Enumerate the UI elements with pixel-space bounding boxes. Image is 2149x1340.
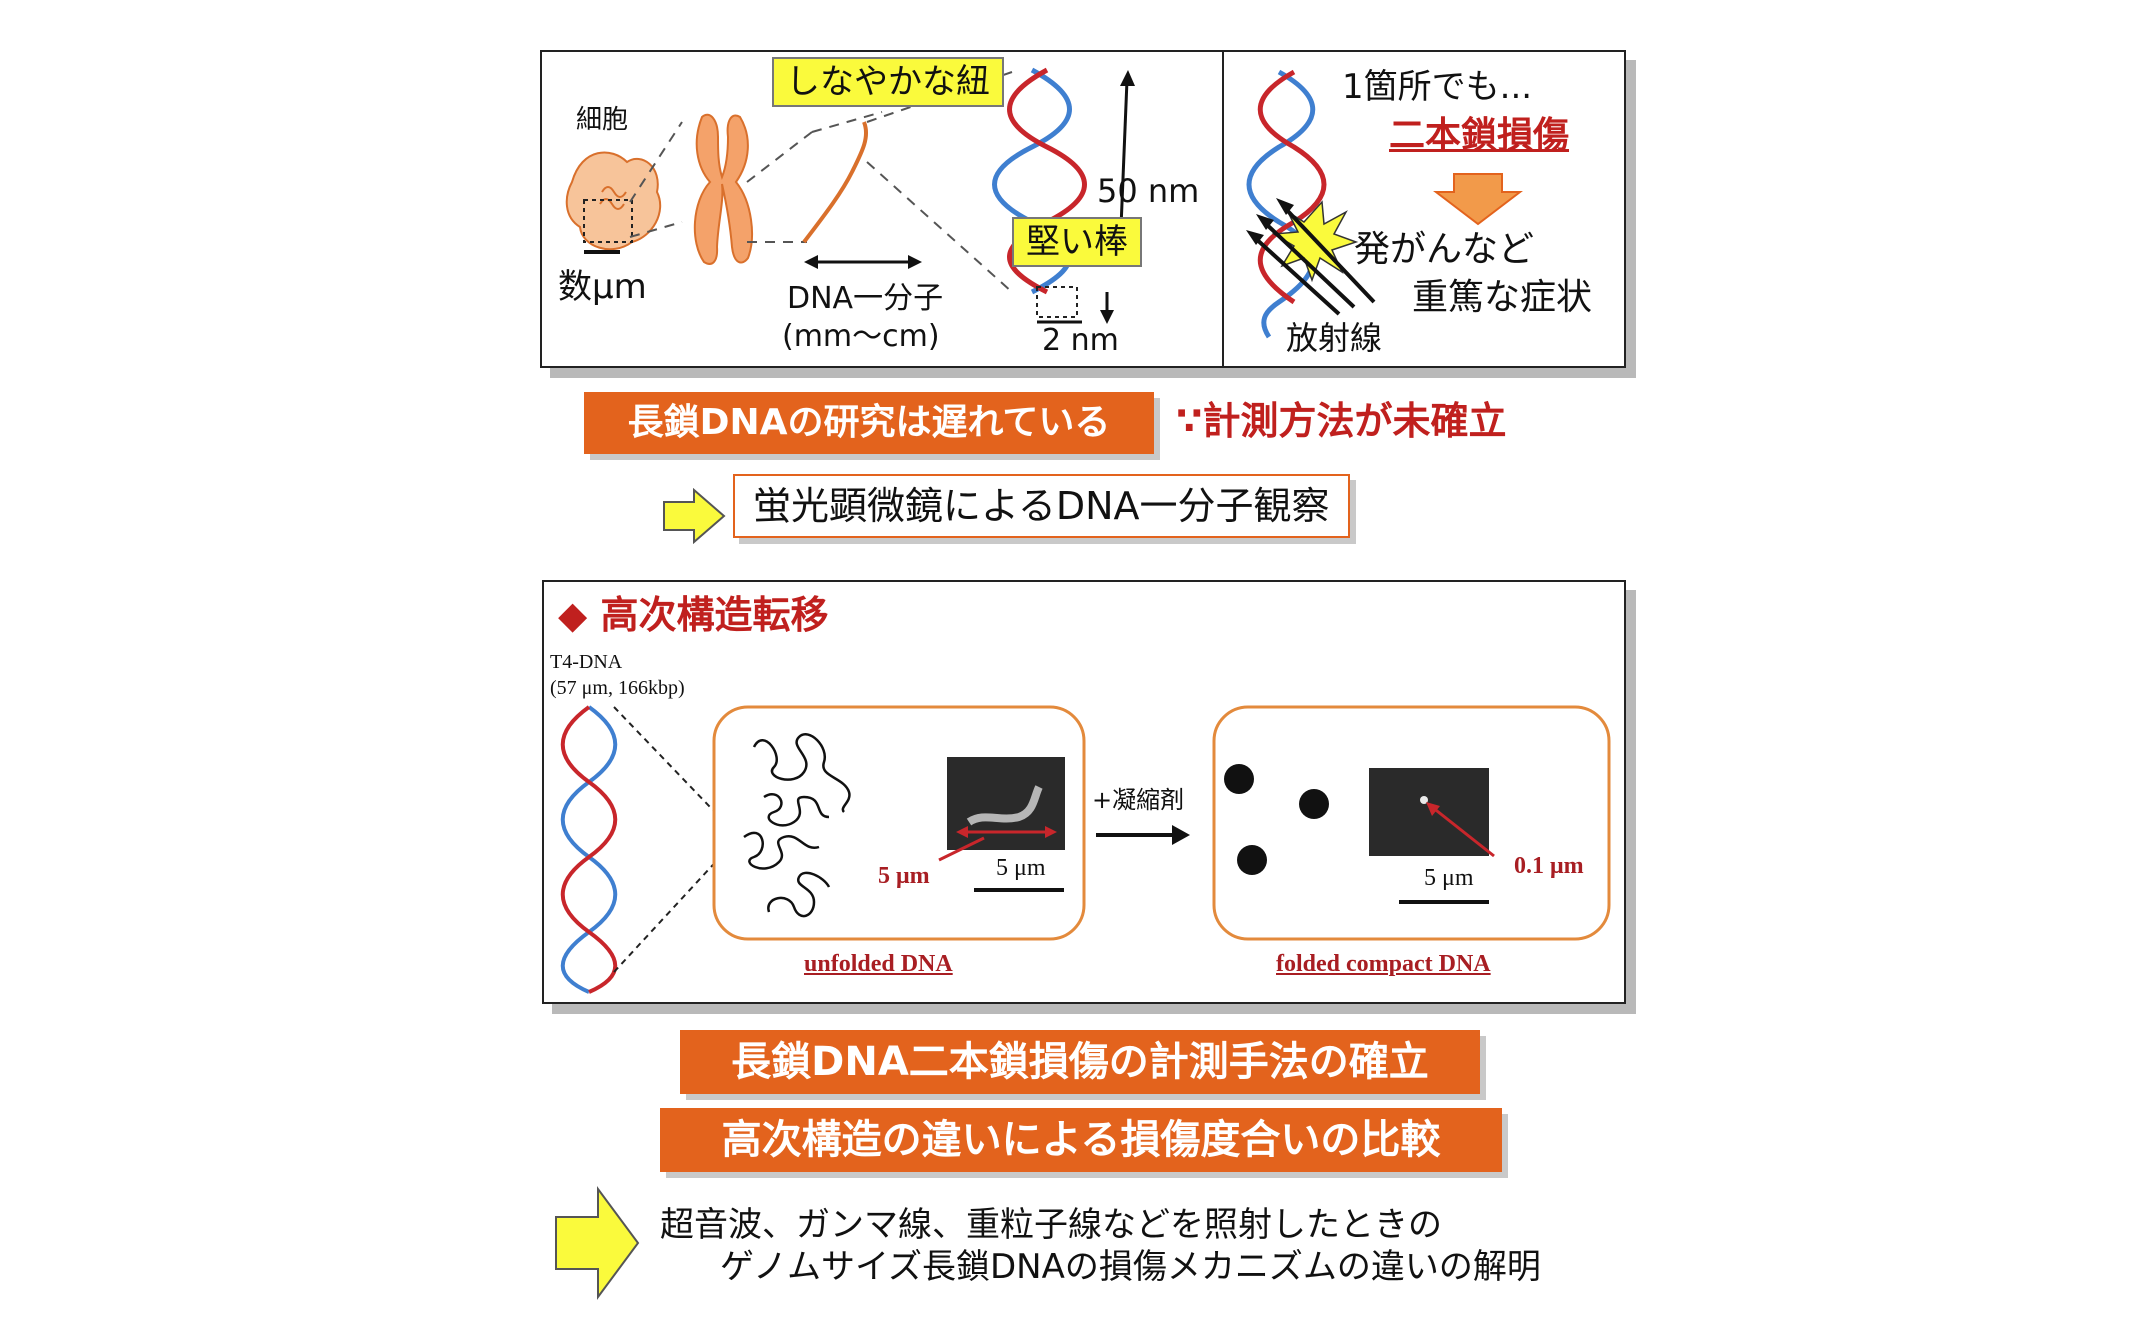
unfolded-coil [752, 733, 851, 813]
condensing-agent-label: +凝縮剤 [1092, 786, 1185, 814]
one-site-text: 1箇所でも... [1342, 67, 1533, 107]
damage-illustration [1246, 69, 1523, 339]
dna-length-label: (mm〜cm) [782, 319, 940, 354]
red-5um-label: 5 μm [878, 863, 930, 889]
transition-illustration [560, 705, 1611, 994]
radiation-label: 放射線 [1286, 319, 1383, 357]
transition-panel: ◆ 高次構造転移 T4-DNA (57 μm, 166kbp) [542, 580, 1626, 1004]
folded-micrograph [1369, 768, 1489, 856]
conclusion-line-1: 超音波、ガンマ線、重粒子線などを照射したときの [660, 1205, 1442, 1245]
fluorescence-box: 蛍光顕微鏡によるDNA一分子観察 [733, 474, 1350, 538]
cancer-text: 発がんなど [1354, 229, 1535, 270]
double-strand-damage: 二本鎖損傷 [1389, 115, 1570, 156]
cell-scale: 数μm [558, 267, 647, 307]
down-arrow [1433, 173, 1523, 226]
helix-blue [1246, 69, 1316, 339]
width-2nm: 2 nm [1042, 323, 1119, 358]
scale-5um-unfolded: 5 μm [996, 855, 1046, 881]
cell-label: 細胞 [576, 105, 629, 135]
unfolded-dna-caption: unfolded DNA [804, 951, 953, 977]
globule [1224, 764, 1254, 794]
severe-text: 重篤な症状 [1412, 277, 1593, 318]
folded-dna-caption: folded compact DNA [1276, 951, 1491, 977]
helix-red [1007, 67, 1087, 295]
goal-banner-2: 高次構造の違いによる損傷度合いの比較 [660, 1108, 1502, 1172]
yellow-big-arrow-icon [555, 1185, 640, 1301]
rigid-rod-label: 堅い棒 [1012, 217, 1142, 267]
panel-title: ◆ 高次構造転移 [558, 593, 829, 637]
dna-molecule-label: DNA一分子 [787, 281, 944, 316]
t4-label: T4-DNA [550, 651, 623, 673]
damage-panel: 1箇所でも... 二本鎖損傷 発がんなど 重篤な症状 放射線 [1222, 50, 1626, 368]
length-50nm: 50 nm [1097, 172, 1200, 210]
goal-banner-1: 長鎖DNA二本鎖損傷の計測手法の確立 [680, 1030, 1480, 1094]
scale-5um-folded: 5 μm [1424, 865, 1474, 891]
diamond-icon: ◆ [558, 593, 601, 637]
globule [1299, 789, 1329, 819]
dna-scale-panel: 細胞 数μm しなやかな紐 堅い棒 DNA一分子 (mm〜cm) 50 nm 2… [540, 50, 1226, 368]
cell-shape [565, 151, 662, 251]
chromosome-shape [693, 113, 753, 265]
reason-text: ∵計測方法が未確立 [1176, 399, 1507, 443]
yellow-arrow-icon [663, 488, 726, 544]
dna-scale-illustration [565, 67, 1135, 324]
flexible-string-label: しなやかな紐 [772, 57, 1004, 107]
t4-size: (57 μm, 166kbp) [550, 677, 685, 699]
conclusion-line-2: ゲノムサイズ長鎖DNAの損傷メカニズムの違いの解明 [720, 1247, 1541, 1287]
research-delay-banner: 長鎖DNAの研究は遅れている [584, 392, 1154, 454]
globule [1237, 845, 1267, 875]
helix-red [1257, 69, 1327, 305]
flexible-dna-curve [802, 121, 869, 244]
long-helix-red [560, 705, 618, 994]
red-01um-label: 0.1 μm [1514, 853, 1584, 879]
